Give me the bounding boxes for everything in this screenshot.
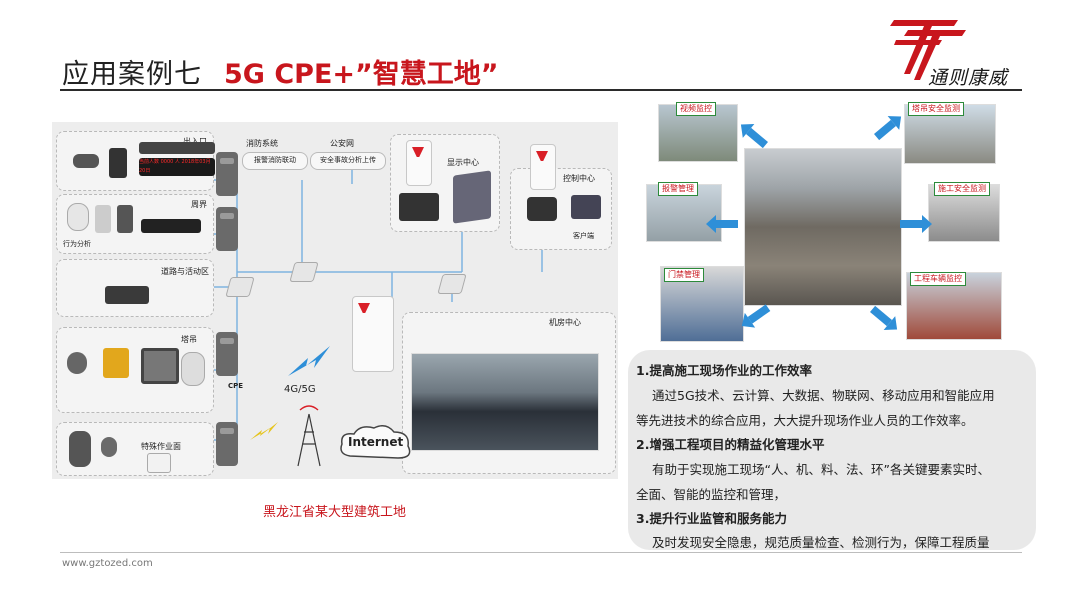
alarm-icon: [117, 205, 133, 233]
cpe-device-icon: [216, 152, 238, 196]
special-ops-box: 特殊作业面: [56, 422, 214, 476]
dome-camera-icon: [181, 352, 205, 386]
road-box: 道路与活动区: [56, 259, 214, 317]
sensor-icon: [67, 352, 87, 374]
internet-label: Internet: [348, 435, 403, 449]
handheld-camera-icon: [69, 431, 91, 467]
cpe-device-icon: [216, 422, 238, 466]
vehicle-monitor-tag: 工程车辆监控: [910, 272, 966, 286]
tower-safety-tag: 塔吊安全监测: [908, 102, 964, 116]
display-center-label: 显示中心: [447, 157, 479, 168]
title-divider: [60, 89, 1022, 91]
title-highlight: 5G CPE+”智慧工地”: [224, 59, 499, 90]
cpe-5g-icon: [530, 144, 556, 190]
led-screen: 当前人数 0000 人 2018年03月20日: [139, 158, 215, 176]
arrow-icon: [748, 304, 771, 323]
central-cpe-icon: [352, 296, 394, 372]
footer-divider: [60, 552, 1022, 553]
cpe-device-icon: [216, 332, 238, 376]
sensor-icon: [95, 205, 111, 233]
arrow-icon: [716, 220, 738, 228]
decoder-icon: [399, 193, 439, 221]
cpe-label: CPE: [228, 382, 243, 390]
sensor-icon: [101, 437, 117, 457]
server-icon: [139, 142, 215, 154]
control-box-icon: [147, 453, 171, 473]
behavior-label: 行为分析: [63, 239, 91, 249]
benefit-text: 全面、智能的监控和管理，: [636, 484, 786, 503]
arrow-icon: [870, 306, 892, 326]
smart-site-photo-panel: 视频监控 报警管理 门禁管理 塔吊安全监测 施工安全监测 工程车辆监控: [638, 96, 1022, 348]
arrow-icon: [900, 220, 922, 228]
control-center-box: 控制中心 客户端: [510, 168, 612, 250]
benefit-heading: 3.提升行业监管和服务能力: [636, 508, 787, 527]
special-ops-label: 特殊作业面: [141, 441, 181, 452]
logo-text: 通则康威: [928, 63, 1008, 90]
wireless-bolt-icon: [284, 342, 344, 382]
title-prefix: 应用案例七: [62, 59, 202, 90]
perimeter-label: 周界: [191, 199, 207, 210]
security-upload-pill: 安全事故分析上传: [310, 152, 386, 170]
public-security-label: 公安网: [330, 138, 354, 149]
tower-crane-box: 塔吊: [56, 327, 214, 413]
video-monitor-tag: 视频监控: [676, 102, 716, 116]
access-control-tag: 门禁管理: [664, 268, 704, 282]
video-wall-icon: [453, 170, 491, 223]
dome-camera-icon: [67, 203, 89, 231]
door-reader-icon: [109, 148, 127, 178]
monitor-icon: [141, 348, 179, 384]
client-label: 客户端: [573, 231, 594, 241]
benefit-text: 有助于实现施工现场“人、机、料、法、环”各关键要素实时、: [652, 459, 990, 478]
network-diagram: 出入口 当前人数 0000 人 2018年03月20日 周界 行为分析 道路与活…: [52, 122, 618, 479]
camera-icon: [73, 154, 99, 168]
construction-safety-tag: 施工安全监测: [934, 182, 990, 196]
arrow-icon: [874, 120, 896, 140]
page-title: 应用案例七 5G CPE+”智慧工地”: [62, 52, 499, 91]
benefit-heading: 1.提高施工现场作业的工作效率: [636, 360, 812, 379]
tower-crane-label: 塔吊: [181, 334, 197, 345]
benefit-text: 及时发现安全隐患，规范质量检查、检测行为，保障工程质量: [652, 532, 990, 551]
fire-alarm-pill: 报警消防联动: [242, 152, 308, 170]
server-room-photo: [411, 353, 599, 451]
control-keyboard-icon: [527, 197, 557, 221]
bullet-camera-icon: [105, 286, 149, 304]
machine-room-label: 机房中心: [549, 317, 581, 328]
road-label: 道路与活动区: [161, 266, 209, 277]
nvr-icon: [141, 219, 201, 233]
entrance-box: 出入口 当前人数 0000 人 2018年03月20日: [56, 131, 214, 191]
alarm-management-tag: 报警管理: [658, 182, 698, 196]
arrow-icon: [746, 128, 768, 148]
control-center-label: 控制中心: [563, 173, 595, 184]
perimeter-box: 周界 行为分析: [56, 194, 214, 254]
website-link[interactable]: www.gztozed.com: [62, 558, 153, 569]
fire-system-label: 消防系统: [246, 138, 278, 149]
cpe-device-icon: [216, 207, 238, 251]
antenna-tower-icon: [294, 404, 324, 468]
benefit-heading: 2.增强工程项目的精益化管理水平: [636, 434, 824, 453]
benefit-text: 等先进技术的综合应用，大大提升现场作业人员的工作效率。: [636, 410, 974, 429]
machine-room-box: 机房中心: [402, 312, 616, 474]
construction-site-photo: [744, 148, 902, 306]
diagram-caption: 黑龙江省某大型建筑工地: [263, 501, 406, 520]
wireless-bolt-icon: [248, 418, 282, 444]
network-label: 4G/5G: [284, 384, 316, 395]
benefit-text: 通过5G技术、云计算、大数据、物联网、移动应用和智能应用: [652, 385, 995, 404]
detector-icon: [103, 348, 129, 378]
cpe-5g-icon: [406, 140, 432, 186]
laptop-icon: [571, 195, 601, 219]
